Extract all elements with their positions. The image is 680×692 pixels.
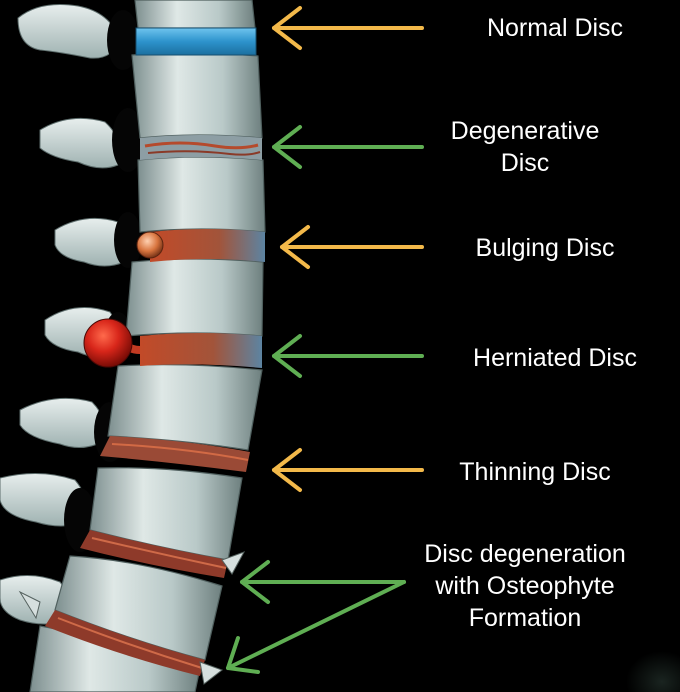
vertebra-1 bbox=[134, 0, 256, 29]
background-shade bbox=[560, 590, 680, 692]
label-osteophyte-line3: Formation bbox=[468, 604, 582, 632]
label-degenerative-disc: Degenerative Disc bbox=[400, 115, 650, 179]
vertebra-2 bbox=[131, 52, 263, 139]
vertebra-5 bbox=[107, 364, 263, 451]
arrow-left-icon bbox=[272, 334, 424, 378]
label-osteophyte-formation: Disc degeneration with Osteophyte Format… bbox=[395, 538, 655, 634]
vertebra-4 bbox=[125, 258, 264, 337]
foramen-shadows bbox=[64, 10, 144, 552]
label-bulging-disc-text: Bulging Disc bbox=[475, 234, 615, 262]
arrow-left-icon bbox=[280, 225, 424, 269]
label-herniated-disc: Herniated Disc bbox=[430, 342, 680, 374]
arrow-left-icon bbox=[272, 6, 424, 50]
intervertebral-discs bbox=[45, 27, 265, 676]
label-osteophyte-line1: Disc degeneration bbox=[424, 540, 626, 568]
label-thinning-disc: Thinning Disc bbox=[410, 456, 660, 488]
vertebral-bodies bbox=[29, 0, 266, 692]
normal-disc bbox=[135, 27, 257, 56]
label-bulging-disc: Bulging Disc bbox=[420, 232, 670, 264]
arrow-left-icon bbox=[272, 125, 424, 169]
vertebra-3 bbox=[137, 156, 266, 233]
label-normal-disc: Normal Disc bbox=[430, 12, 680, 44]
label-normal-disc-text: Normal Disc bbox=[486, 14, 624, 42]
degenerated-disc-1 bbox=[80, 530, 228, 578]
vertebra-6 bbox=[89, 467, 243, 561]
label-herniated-disc-text: Herniated Disc bbox=[473, 344, 637, 372]
osteophytes bbox=[18, 551, 246, 685]
label-degenerative-line2: Disc bbox=[500, 149, 550, 177]
arrow-left-icon bbox=[226, 580, 406, 674]
bulging-disc bbox=[150, 229, 265, 262]
label-thinning-disc-text: Thinning Disc bbox=[459, 458, 611, 486]
arrows bbox=[226, 6, 424, 674]
disc-herniation bbox=[83, 318, 133, 368]
herniated-disc bbox=[140, 333, 262, 368]
label-osteophyte-line2: with Osteophyte bbox=[435, 572, 615, 600]
disc-bulge bbox=[136, 231, 164, 259]
arrow-left-icon bbox=[272, 448, 424, 492]
arrow-left-icon bbox=[240, 560, 406, 604]
label-degenerative-line1: Degenerative bbox=[450, 117, 600, 145]
